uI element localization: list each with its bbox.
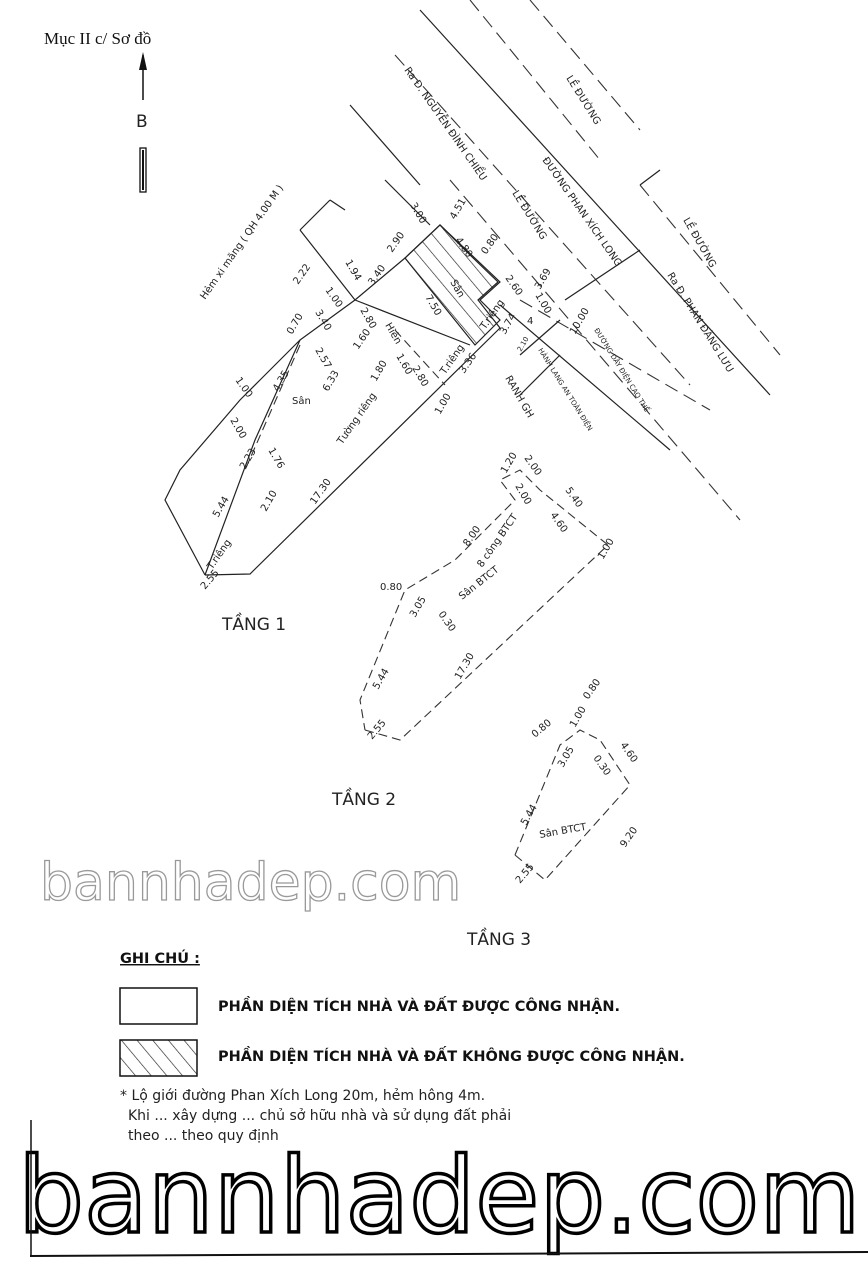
watermark-bottom: bannhadep.com — [18, 1135, 860, 1257]
floor-2-plot — [359, 469, 609, 741]
dim-label: 0.80 — [581, 677, 603, 702]
dim-label: 8 công BTCT — [475, 511, 521, 570]
dim-label: 3.69 — [533, 267, 554, 292]
label-safety-corridor: HÀNH LANG AN TOÀN ĐIỆN — [536, 346, 594, 432]
dim-label: 2.55 — [366, 718, 389, 742]
dim-label: 1.60 — [393, 352, 414, 377]
dim-label: 2.57 — [312, 346, 333, 371]
dim-label: 2.00 — [512, 482, 533, 507]
road-label-ra-nguyen-dinh-chieu: Ra Đ. NGUYỄN ĐÌNH CHIỂU — [402, 63, 492, 183]
road-label-ra-phan-dang-luu: Ra Đ. PHAN ĐĂNG LƯU — [664, 270, 736, 375]
dim-label: 2.00 — [522, 453, 544, 478]
dim-label: 1.00 — [568, 705, 589, 730]
dim-label: 2.55 — [199, 568, 222, 592]
dim-label: 6.33 — [321, 369, 342, 394]
legend-swatch-recognized — [119, 987, 198, 1025]
dim-label: 2.80 — [409, 364, 430, 389]
legend-not-recognized-label: PHẦN DIỆN TÍCH NHÀ VÀ ĐẤT KHÔNG ĐƯỢC CÔN… — [218, 1045, 685, 1065]
floor-2-title: TẦNG 2 — [331, 786, 396, 810]
floor-2-dimensions: 1.20 2.00 2.00 5.40 4.60 1.00 8.00 8 côn… — [366, 451, 617, 742]
road-label-phan-xich-long: ĐƯỜNG PHAN XÍCH LONG — [540, 154, 626, 269]
dim-label: 2.10 — [259, 489, 280, 514]
page-title: Mục II c/ Sơ đồ — [44, 29, 151, 48]
dim-label: Sân BTCT — [456, 563, 501, 602]
dim-label: Tường riêng — [334, 391, 379, 448]
dim-label: Sân — [292, 395, 311, 407]
dim-label: 1.00 — [233, 375, 255, 400]
road-lines — [349, 0, 781, 521]
legend-recognized-label: PHẦN DIỆN TÍCH NHÀ VÀ ĐẤT ĐƯỢC CÔNG NHẬN… — [218, 995, 620, 1015]
north-label: B — [136, 112, 148, 132]
dim-label: 2.90 — [385, 230, 407, 255]
floor-1-plot — [164, 199, 501, 576]
floor-1-title: TẦNG 1 — [221, 611, 286, 635]
note-line-2: Khi ... xây dựng ... chủ sở hữu nhà và s… — [128, 1108, 511, 1124]
floor-1-dimensions: 3.00 4.51 2.90 4.80 0.80 1.94 3.40 2.22 … — [199, 197, 592, 592]
dim-label: 17.30 — [308, 477, 333, 507]
road-label-le-duong-middle: LỀ ĐƯỜNG — [509, 187, 550, 242]
dim-label: 2.10 — [516, 335, 531, 353]
dim-label: 4.35 — [271, 369, 292, 394]
dim-label: 10.00 — [568, 306, 592, 336]
floor-3-plot — [514, 729, 631, 881]
dim-label: 1.94 — [342, 258, 363, 283]
dim-label: 4.51 — [448, 197, 469, 222]
dim-label: 5.44 — [371, 667, 392, 692]
note-line-3: theo ... theo quy định — [128, 1128, 279, 1144]
dim-label: 9.20 — [618, 825, 640, 850]
dim-label: Hiên — [382, 321, 404, 347]
dim-label: 1.76 — [265, 446, 286, 471]
dim-label: 5.40 — [563, 485, 585, 510]
dim-label: 0.80 — [380, 582, 402, 593]
legend-title: GHI CHÚ : — [120, 949, 200, 967]
floor-3-title: TẦNG 3 — [466, 926, 531, 950]
dim-label: 0.30 — [591, 753, 613, 778]
dim-label: 17.30 — [453, 651, 477, 681]
dim-label: 4.60 — [548, 510, 570, 535]
dim-label: 1.80 — [369, 359, 390, 384]
watermark-center: bannhadep.com — [40, 853, 461, 913]
dim-label: 3.05 — [408, 595, 429, 620]
note-line-1: * Lộ giới đường Phan Xích Long 20m, hẻm … — [120, 1088, 485, 1104]
dim-label: 1.00 — [323, 285, 345, 310]
label-power-line: ĐƯỜNG DÂY ĐIỆN CAO THẾ — [592, 326, 652, 414]
dim-label: 5.44 — [519, 803, 540, 828]
frame-bottom-border — [29, 1251, 868, 1257]
dim-label: 1.00 — [596, 537, 617, 562]
dim-label: 1.60 — [351, 327, 373, 352]
dim-label: 5.44 — [211, 495, 232, 520]
dim-label: 1.00 — [433, 392, 454, 417]
dim-label: 3.00 — [407, 201, 428, 226]
dim-label: 0.70 — [285, 312, 306, 337]
dim-label: 2.80 — [357, 306, 378, 331]
dim-label: 2.22 — [291, 262, 313, 287]
dim-label: 4.60 — [618, 740, 640, 765]
dim-label: 2.60 — [503, 273, 525, 298]
dim-label: 0.80 — [530, 718, 554, 741]
dim-label: 0.30 — [436, 609, 458, 634]
legend-swatch-not-recognized — [119, 1039, 198, 1077]
dim-label: 8.00 — [461, 524, 483, 549]
floor-3-dimensions: 0.80 1.00 0.80 4.60 3.05 0.30 5.44 Sân B… — [514, 677, 640, 886]
dim-label: 1.00 — [532, 291, 553, 316]
dim-label: 2.55 — [514, 862, 537, 886]
dim-label: T.riêng — [204, 537, 234, 572]
dim-label: 2.00 — [227, 416, 248, 441]
north-arrow-icon — [139, 52, 147, 193]
dim-label: Sân BTCT — [538, 821, 588, 841]
dim-label: 3.74 — [498, 312, 519, 337]
road-label-hem: Hẻm xi măng ( QH 4.00 M ) — [198, 183, 286, 302]
dim-label: 2.23 — [238, 447, 259, 472]
label-ranh: RANH GH — [502, 374, 535, 420]
dim-label: 4 — [527, 316, 533, 327]
